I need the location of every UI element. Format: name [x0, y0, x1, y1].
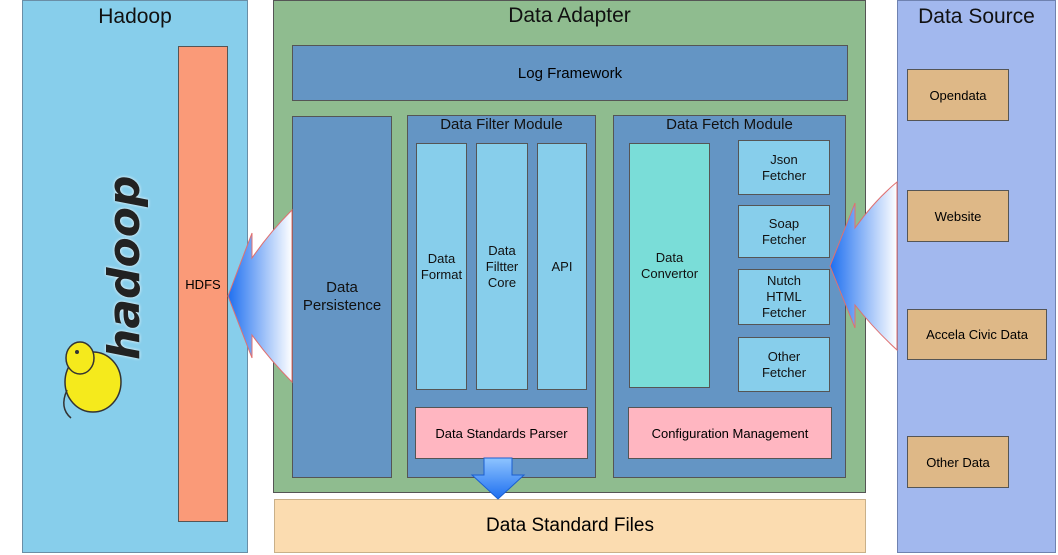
json-fetcher: Json Fetcher	[738, 140, 830, 195]
soap-fetcher: Soap Fetcher	[738, 205, 830, 258]
source-other-data: Other Data	[907, 436, 1009, 488]
data-persistence: Data Persistence	[292, 116, 392, 478]
data-source-title: Data Source	[918, 5, 1035, 28]
filter-col-filter-core: Data Filtter Core	[476, 143, 528, 390]
hadoop-logo-text: hadoop	[99, 175, 150, 360]
hdfs-label: HDFS	[185, 276, 221, 292]
filter-col-data-format: Data Format	[416, 143, 467, 390]
hadoop-title: Hadoop	[98, 5, 172, 28]
other-fetcher: Other Fetcher	[738, 337, 830, 392]
log-framework: Log Framework	[292, 45, 848, 101]
adapter-title: Data Adapter	[508, 4, 631, 27]
source-accela-civic-data: Accela Civic Data	[907, 309, 1047, 360]
source-opendata: Opendata	[907, 69, 1009, 121]
data-standard-files: Data Standard Files	[274, 499, 866, 553]
fetch-module-title: Data Fetch Module	[666, 116, 793, 133]
elephant-icon	[63, 341, 122, 419]
hadoop-logo: hadoop	[55, 140, 150, 430]
data-convertor: Data Convertor	[629, 143, 710, 388]
configuration-management: Configuration Management	[628, 407, 832, 459]
data-standards-parser: Data Standards Parser	[415, 407, 588, 459]
filter-col-api: API	[537, 143, 587, 390]
hdfs-box: HDFS	[178, 46, 228, 522]
filter-module-title: Data Filter Module	[440, 116, 563, 133]
source-website: Website	[907, 190, 1009, 242]
nutch-html-fetcher: Nutch HTML Fetcher	[738, 269, 830, 325]
